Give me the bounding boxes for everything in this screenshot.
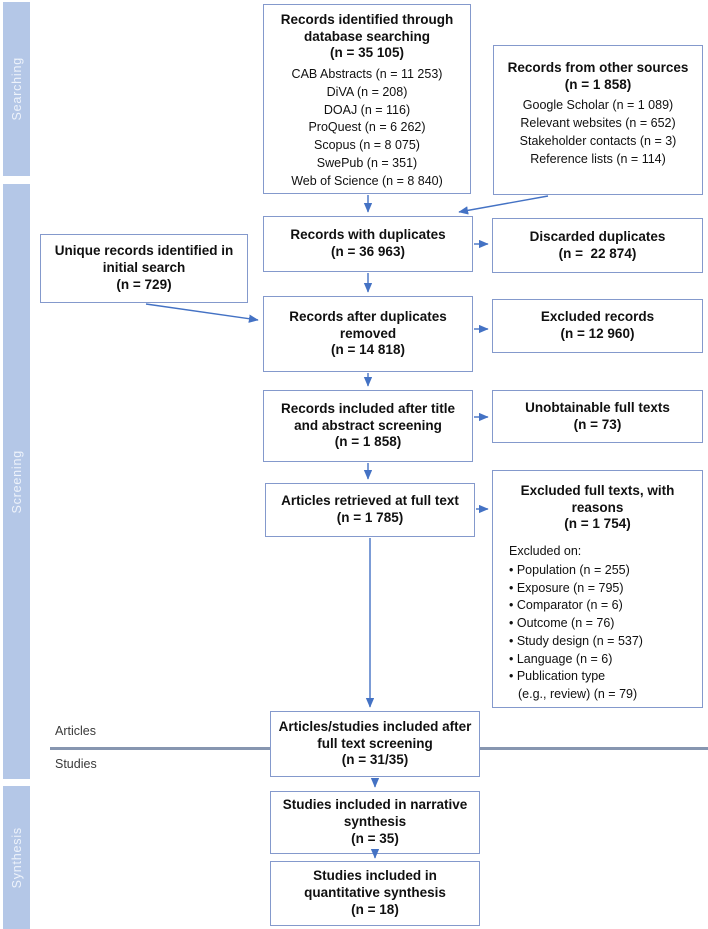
db-source-item: ProQuest (n = 6 262) [308, 120, 426, 135]
box-quantitative-synthesis: Studies included in quantitative synthes… [270, 861, 480, 926]
box-other-sources-count: (n = 1 858) [564, 76, 632, 92]
exclusion-reason-item: • Study design (n = 537) [509, 633, 643, 648]
box-title-abstract-title: Records included after title and abstrac… [280, 400, 459, 433]
other-source-item: Relevant websites (n = 652) [520, 116, 676, 131]
box-included-full-text-count: (n = 31/35) [341, 752, 409, 768]
box-included-full-text: Articles/studies included after full tex… [270, 711, 480, 777]
exclusion-reason-item: • Language (n = 6) [509, 651, 613, 666]
box-discarded-duplicates: Discarded duplicates (n = 22 874) [492, 218, 703, 273]
box-excluded-full-texts-count: (n = 1 754) [564, 516, 631, 532]
articles-label: Articles [55, 724, 96, 738]
box-quantitative-synthesis-count: (n = 18) [351, 901, 399, 917]
db-source-item: DiVA (n = 208) [326, 84, 408, 99]
phase-bar-searching-label: Searching [9, 57, 24, 121]
box-other-sources: Records from other sources (n = 1 858) G… [493, 45, 703, 195]
box-db-search-title: Records identified through database sear… [280, 12, 458, 44]
box-narrative-synthesis: Studies included in narrative synthesis … [270, 791, 480, 854]
box-unique-initial: Unique records identified in initial sea… [40, 234, 248, 303]
db-source-item: Web of Science (n = 8 840) [291, 173, 443, 188]
box-unobtainable-count: (n = 73) [573, 416, 622, 432]
box-with-duplicates-count: (n = 36 963) [331, 244, 405, 259]
box-unobtainable: Unobtainable full texts (n = 73) [492, 390, 703, 443]
phase-bar-synthesis: Synthesis [3, 786, 30, 929]
box-quantitative-synthesis-title: Studies included in quantitative synthes… [304, 868, 446, 901]
exclusion-reason-item-continued: (e.g., review) (n = 79) [518, 687, 638, 702]
phase-bar-screening: Screening [3, 184, 30, 779]
box-after-duplicates-count: (n = 14 818) [331, 342, 405, 358]
phase-bar-searching: Searching [3, 2, 30, 176]
box-db-search: Records identified through database sear… [263, 4, 471, 194]
box-excluded-records-count: (n = 12 960) [560, 326, 635, 341]
box-other-sources-title: Records from other sources [507, 60, 689, 75]
exclusion-reason-item: • Comparator (n = 6) [509, 598, 623, 613]
db-source-item: Scopus (n = 8 075) [314, 138, 420, 153]
box-title-abstract: Records included after title and abstrac… [263, 390, 473, 462]
box-full-text-retrieved-count: (n = 1 785) [336, 510, 404, 525]
other-source-item: Reference lists (n = 114) [530, 151, 666, 166]
box-full-text-retrieved-title: Articles retrieved at full text [281, 493, 459, 509]
exclusion-reason-item: • Outcome (n = 76) [509, 616, 615, 631]
box-with-duplicates: Records with duplicates (n = 36 963) [263, 216, 473, 272]
box-excluded-records: Excluded records (n = 12 960) [492, 299, 703, 353]
arrow-unique-to-removed [145, 303, 259, 323]
db-source-item: SwePub (n = 351) [316, 155, 418, 170]
exclusion-reason-item: • Population (n = 255) [509, 562, 630, 577]
db-source-item: DOAJ (n = 116) [323, 102, 411, 117]
phase-bar-screening-label: Screening [9, 449, 24, 514]
other-source-item: Stakeholder contacts (n = 3) [519, 133, 677, 148]
box-excluded-full-texts: Excluded full texts, with reasons (n = 1… [492, 470, 703, 708]
box-included-full-text-title: Articles/studies included after full tex… [278, 718, 476, 751]
exclusion-reason-item: • Publication type [509, 669, 606, 684]
box-db-search-count: (n = 35 105) [330, 45, 404, 61]
studies-label: Studies [55, 757, 97, 771]
box-excluded-full-texts-title: Excluded full texts, with reasons [520, 483, 679, 515]
exclusion-reason-item: • Exposure (n = 795) [509, 580, 624, 595]
phase-bar-synthesis-label: Synthesis [9, 826, 24, 889]
box-after-duplicates: Records after duplicates removed (n = 14… [263, 296, 473, 372]
box-db-search-items: CAB Abstracts (n = 11 253) DiVA (n = 208… [291, 66, 443, 190]
box-unobtainable-title: Unobtainable full texts [525, 399, 670, 415]
box-title-abstract-count: (n = 1 858) [334, 434, 402, 450]
box-with-duplicates-title: Records with duplicates [290, 227, 446, 243]
excluded-on-lead: Excluded on: [509, 544, 582, 559]
box-full-text-retrieved: Articles retrieved at full text (n = 1 7… [265, 483, 475, 537]
box-excluded-records-title: Excluded records [540, 309, 655, 325]
box-other-sources-items: Google Scholar (n = 1 089) Relevant webs… [520, 97, 677, 168]
box-narrative-synthesis-title: Studies included in narrative synthesis [282, 797, 472, 830]
box-discarded-duplicates-count: (n = 22 874) [558, 245, 637, 261]
box-excluded-full-texts-items: Excluded on: • Population (n = 255) • Ex… [499, 543, 643, 704]
db-source-item: CAB Abstracts (n = 11 253) [291, 67, 443, 82]
arrow-othersources-to-duplicates [458, 195, 549, 215]
box-after-duplicates-title: Records after duplicates removed [289, 308, 451, 341]
box-discarded-duplicates-title: Discarded duplicates [529, 228, 666, 244]
box-narrative-synthesis-count: (n = 35) [351, 830, 399, 846]
box-unique-initial-count: (n = 729) [116, 276, 172, 292]
box-unique-initial-title: Unique records identified in initial sea… [54, 243, 238, 276]
other-source-item: Google Scholar (n = 1 089) [522, 98, 674, 113]
